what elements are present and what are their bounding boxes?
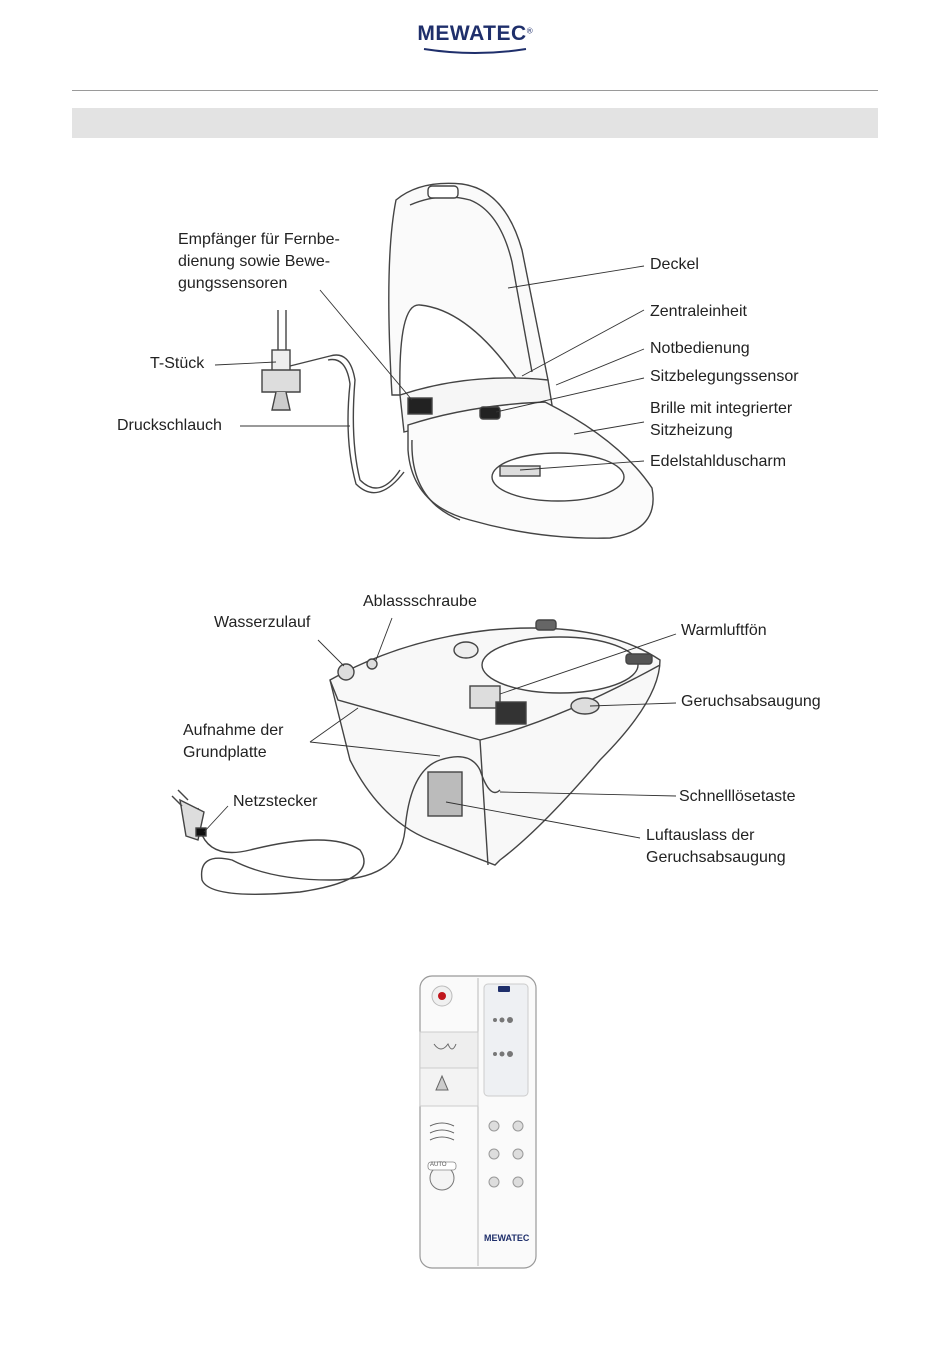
label-warm-air-dryer: Warmluftfön: [681, 622, 767, 639]
logo-text: MEWATEC: [417, 22, 527, 45]
label-water-inlet: Wasserzulauf: [214, 614, 311, 631]
header-divider: [72, 90, 878, 91]
remote-control-illustration: [419, 975, 537, 1269]
label-drain-screw: Ablassschraube: [363, 593, 477, 610]
label-shower-arm: Edelstahlduscharm: [650, 453, 787, 470]
label-base-plate-mount: Aufnahme der Grundplatte: [183, 722, 284, 761]
section-heading-bar: [72, 108, 878, 138]
label-seat: Brille mit integrierter Sitzheizung: [650, 400, 793, 439]
label-seat-sensor: Sitzbelegungssensor: [650, 368, 799, 385]
label-quick-release: Schnelllösetaste: [679, 788, 796, 805]
mewatec-logo: MEWATEC®: [0, 22, 950, 55]
label-air-outlet: Luftauslass der Geruchsabsaugung: [646, 827, 786, 866]
label-emergency-control: Notbedienung: [650, 340, 750, 357]
remote-auto-text: AUTO: [430, 1162, 447, 1168]
label-lid: Deckel: [650, 256, 699, 273]
label-power-plug: Netzstecker: [233, 793, 318, 810]
label-receiver: Empfänger für Fernbe- dienung sowie Bewe…: [178, 231, 340, 292]
remote-brand-text: MEWATEC: [484, 1233, 530, 1243]
label-pressure-hose: Druckschlauch: [117, 417, 222, 434]
label-t-piece: T-Stück: [150, 355, 205, 372]
logo-swoosh-icon: [423, 48, 527, 54]
label-odor-extraction: Geruchsabsaugung: [681, 693, 821, 710]
logo-registered-mark: ®: [526, 26, 533, 36]
label-central-unit: Zentraleinheit: [650, 303, 747, 320]
